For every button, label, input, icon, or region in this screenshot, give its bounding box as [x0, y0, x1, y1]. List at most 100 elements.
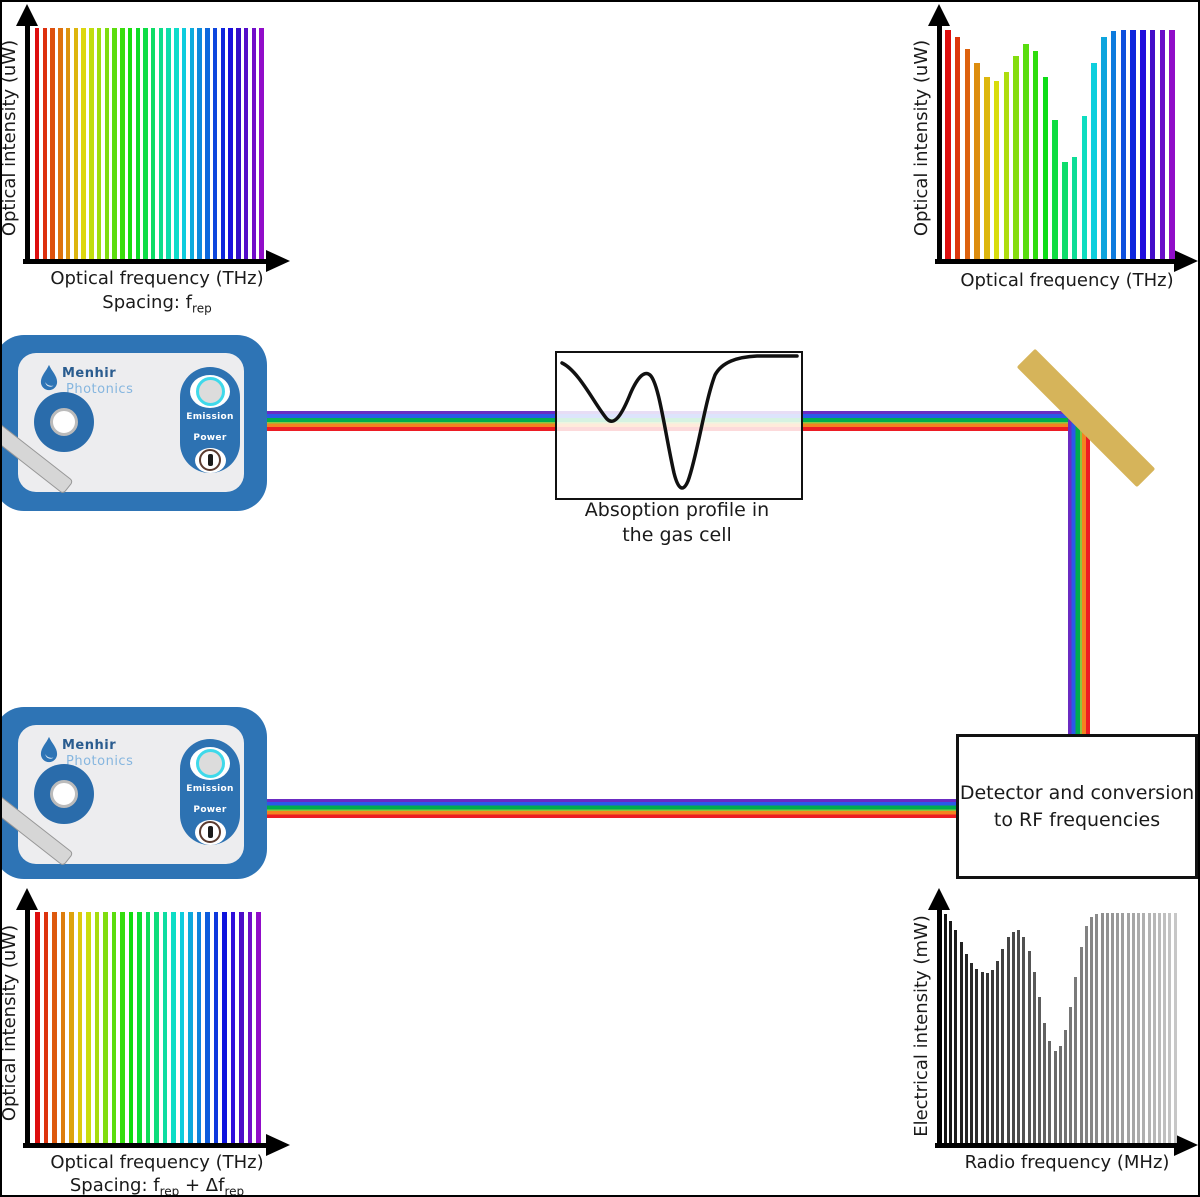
gas-cell-absorption-box — [555, 351, 803, 500]
control-panel: Emission Power — [180, 367, 240, 473]
comb-line — [959, 942, 963, 1143]
comb-line — [1079, 946, 1083, 1143]
comb-line — [993, 81, 1000, 259]
gas-cell-caption-line2: the gas cell — [622, 524, 732, 546]
detector-box: Detector and conversion to RF frequencie… — [956, 734, 1198, 879]
comb-line — [197, 28, 202, 259]
comb-line — [1006, 937, 1010, 1143]
comb-line — [174, 28, 179, 259]
comb-line — [1090, 916, 1094, 1143]
comb-line — [96, 28, 102, 259]
comb-line — [205, 912, 210, 1143]
comb-line — [239, 912, 244, 1143]
comb-line — [970, 962, 974, 1143]
comb-line — [220, 28, 226, 259]
comb-line — [1137, 913, 1141, 1143]
comb-line — [154, 912, 159, 1143]
x-axis-label: Optical frequency (THz) — [50, 1152, 264, 1173]
comb-line — [77, 912, 83, 1143]
comb-line — [1032, 972, 1036, 1143]
comb-line — [86, 912, 91, 1143]
fiber-connector-tip — [50, 780, 78, 808]
x-axis-arrow-icon — [266, 250, 290, 272]
comb-line — [1064, 1029, 1068, 1143]
x-axis — [23, 1143, 271, 1148]
comb-line — [259, 28, 264, 259]
comb-line — [73, 28, 79, 259]
menhir-drop-logo-icon — [40, 736, 58, 763]
comb-line — [1163, 913, 1167, 1143]
x-axis-arrow-icon — [1174, 250, 1198, 272]
comb-line — [964, 953, 968, 1143]
comb-line — [996, 960, 1000, 1143]
power-key-switch — [194, 447, 226, 473]
comb-line — [1011, 931, 1015, 1143]
comb-line — [1131, 913, 1135, 1143]
gas-cell-caption-line1: Absoption profile in — [584, 499, 770, 521]
comb-line — [1023, 44, 1029, 259]
y-axis-label: Optical intensity (uW) — [0, 924, 20, 1122]
comb-line — [1130, 30, 1136, 259]
comb-line — [1173, 913, 1177, 1143]
comb-line — [1027, 951, 1031, 1143]
comb-line — [1032, 51, 1039, 259]
comb-line — [1062, 161, 1068, 259]
comb-line — [256, 912, 261, 1143]
comb-line — [1003, 71, 1010, 259]
comb-line — [158, 28, 164, 259]
comb-line — [181, 28, 187, 259]
emission-label: Emission — [186, 783, 234, 794]
comb-line — [1149, 30, 1156, 259]
comb-line — [230, 912, 236, 1143]
comb-line — [1081, 115, 1088, 259]
comb-line — [1053, 1050, 1057, 1143]
comb-line — [1147, 913, 1151, 1143]
comb-line — [166, 28, 171, 259]
comb-line — [205, 28, 210, 259]
comb-line — [35, 912, 40, 1143]
comb-lines — [944, 912, 1177, 1143]
comb-line — [1140, 30, 1146, 259]
comb-line — [222, 912, 227, 1143]
comb-line — [1058, 1045, 1062, 1143]
laser-frequency-comb-1: Menhir Photonics Emission Power — [2, 335, 267, 511]
brand-name: Menhir — [62, 738, 117, 753]
y-axis-arrow-icon — [928, 4, 950, 26]
control-panel: Emission Power — [180, 739, 240, 845]
comb-line — [179, 912, 185, 1143]
comb-line — [1126, 913, 1130, 1143]
comb-line — [974, 62, 980, 259]
comb-line — [1105, 913, 1109, 1143]
comb-lines — [35, 912, 261, 1143]
comb-line — [1142, 913, 1146, 1143]
comb-line — [1042, 76, 1049, 259]
brand-name-line2: Photonics — [66, 754, 134, 769]
comb-line — [1159, 30, 1166, 259]
emission-label: Emission — [186, 411, 234, 422]
detector-label-line1: Detector and conversion — [959, 781, 1195, 804]
power-label: Power — [193, 432, 227, 443]
comb-line — [151, 28, 156, 259]
comb-line — [111, 912, 117, 1143]
comb-line — [1017, 930, 1021, 1143]
y-axis-label: Optical intensity (uW) — [911, 39, 932, 237]
comb-line — [1110, 31, 1117, 259]
comb-line — [135, 28, 140, 259]
comb-line — [1157, 913, 1161, 1143]
emission-led-icon — [190, 375, 230, 408]
comb-line — [94, 912, 100, 1143]
comb-line — [127, 28, 133, 259]
comb-line — [112, 28, 117, 259]
comb-line — [145, 912, 151, 1143]
comb-line — [1168, 913, 1172, 1143]
x-axis-label: Optical frequency (THz) — [960, 270, 1174, 291]
comb-line — [990, 969, 994, 1143]
x-axis — [935, 1143, 1178, 1148]
comb-line — [1013, 55, 1019, 259]
comb-lines — [35, 28, 264, 259]
comb-line — [43, 912, 49, 1143]
comb-line — [980, 972, 984, 1143]
comb-line — [213, 912, 219, 1143]
comb-line — [236, 28, 241, 259]
y-axis-arrow-icon — [928, 888, 950, 910]
